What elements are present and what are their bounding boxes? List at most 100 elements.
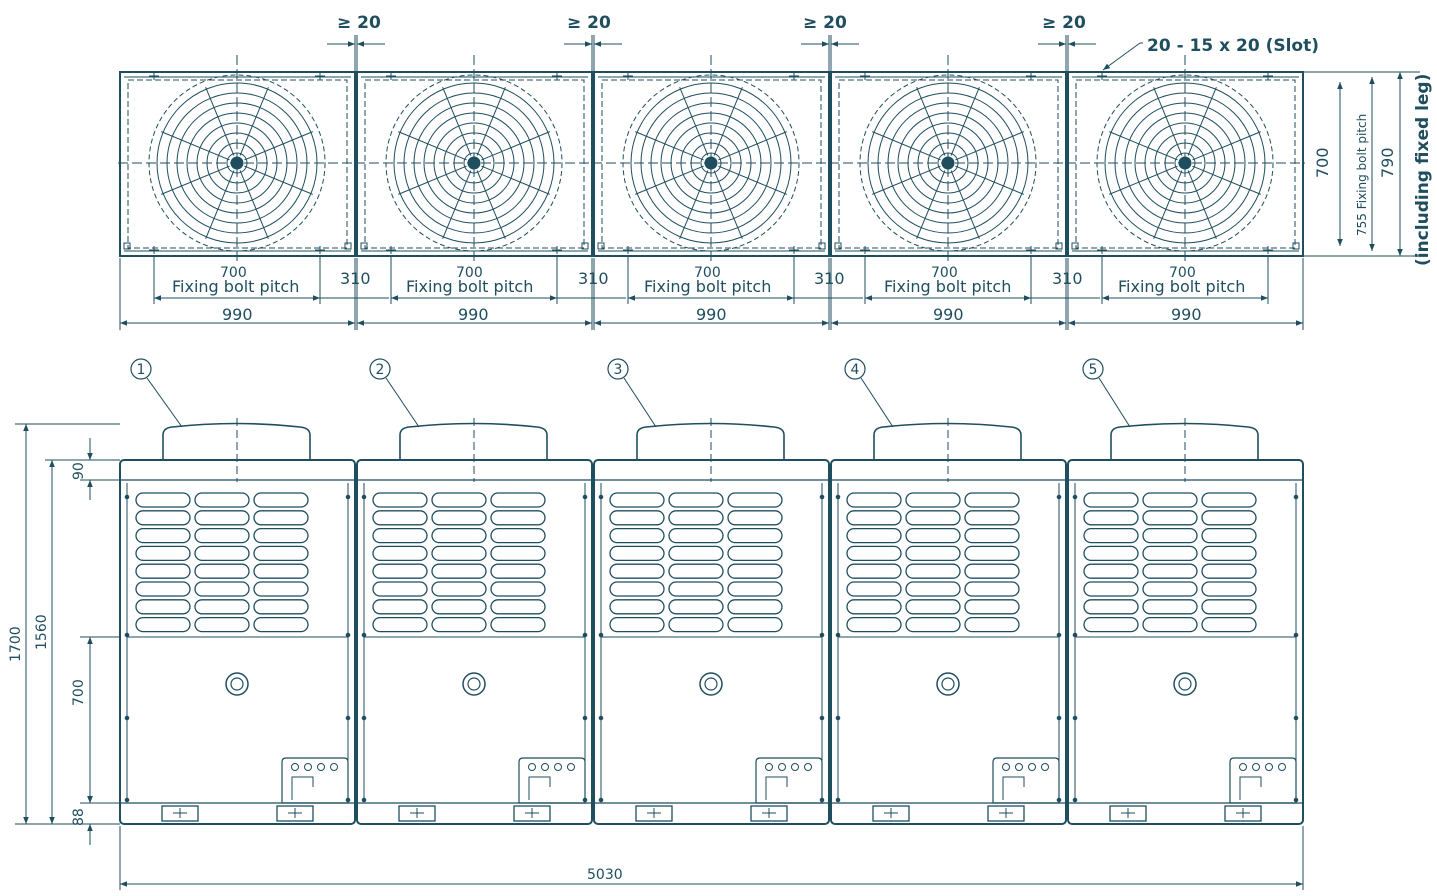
- louver-slot: [727, 563, 783, 579]
- louver-slot: [905, 492, 961, 508]
- fan-ring-outer: [1096, 74, 1274, 252]
- base-slot: [398, 805, 436, 822]
- base-slot: [750, 805, 788, 822]
- louver-slot: [668, 527, 724, 544]
- louver-slot: [1201, 510, 1257, 526]
- louver-slot: [846, 527, 902, 544]
- elevation-unit: [119, 358, 356, 825]
- fan-spoke: [1192, 165, 1261, 195]
- fan-spoke: [718, 131, 787, 161]
- service-plate: [1229, 757, 1297, 804]
- service-plate: [518, 757, 586, 804]
- access-handle-inner: [941, 677, 955, 691]
- service-port: [1252, 763, 1260, 771]
- depth-dimension-texts: 700 755 Fixing bolt pitch 790 (including…: [1313, 74, 1433, 266]
- fan-ring: [393, 82, 555, 244]
- fan-spoke: [718, 165, 787, 195]
- service-port: [1015, 763, 1023, 771]
- clearance-labels: ≥ 20 ≥ 20 ≥ 20 ≥ 20: [337, 13, 1086, 33]
- fan-ring: [690, 142, 732, 184]
- access-handle: [1173, 672, 1197, 696]
- unit-number: 2: [376, 362, 385, 378]
- fan-ring: [403, 92, 545, 234]
- service-port: [1002, 763, 1010, 771]
- fan-ring-outer: [622, 74, 800, 252]
- screw: [1293, 494, 1299, 500]
- louver-slot: [846, 545, 902, 562]
- clearance-label: ≥ 20: [1042, 13, 1086, 33]
- number-leader: [860, 377, 894, 428]
- fan-dimension: 700: [1169, 265, 1196, 281]
- louver-slot: [964, 563, 1020, 579]
- fan-spoke: [244, 165, 313, 195]
- fan-ring: [166, 92, 308, 234]
- louver-slot: [609, 510, 665, 526]
- access-handle: [225, 672, 249, 696]
- fan-spoke: [713, 170, 743, 239]
- base-slot: [161, 805, 199, 822]
- leg-note: (including fixed leg): [1413, 74, 1433, 266]
- base-slot: [635, 805, 673, 822]
- unit-number: 4: [851, 362, 860, 378]
- screw: [598, 715, 604, 721]
- louver-slot: [490, 545, 546, 562]
- fan-ring: [897, 112, 999, 214]
- screw: [835, 797, 841, 803]
- louver-slot: [253, 599, 309, 615]
- louver-slot: [964, 510, 1020, 526]
- plan-unit: [118, 35, 389, 330]
- fan-spoke: [476, 87, 506, 156]
- louver-slot: [253, 616, 309, 633]
- louver-slot: [490, 527, 546, 544]
- fan-ring: [660, 112, 762, 214]
- louver-slot: [1201, 527, 1257, 544]
- louver-slot: [372, 545, 428, 562]
- louver-slot: [1083, 616, 1139, 633]
- louver-slot: [727, 510, 783, 526]
- louver-slot: [1083, 527, 1139, 544]
- unit-number-labels: 1 2 3 4 5: [137, 362, 1098, 378]
- unit-number: 5: [1089, 362, 1098, 378]
- louver-slot: [905, 527, 961, 544]
- fan-ring: [463, 152, 485, 174]
- louver-slot: [431, 616, 487, 633]
- pipe-route: [1239, 776, 1262, 800]
- louver-slot: [431, 510, 487, 526]
- fan-ring: [650, 102, 772, 224]
- fan-ring: [196, 122, 278, 204]
- louver-slot: [372, 616, 428, 633]
- plan-dimension-texts: 700 700 700 700 700 Fixing bolt pitch Fi…: [172, 265, 1245, 324]
- louver-slot: [668, 581, 724, 597]
- access-handle-inner: [1178, 677, 1192, 691]
- louver-slot: [1201, 581, 1257, 597]
- height-700: 700: [71, 679, 87, 706]
- louver-slot: [431, 563, 487, 579]
- screw: [582, 715, 588, 721]
- fan-spoke: [244, 131, 313, 161]
- height-88: 88: [71, 808, 87, 826]
- louver-slot: [194, 581, 250, 597]
- fan-dimension: 700: [931, 265, 958, 281]
- fan-ring-outer: [148, 74, 326, 252]
- fan-ring: [423, 112, 525, 214]
- louver-slot: [905, 581, 961, 597]
- louver-slot: [727, 492, 783, 508]
- elevation-unit: [593, 358, 830, 825]
- gap-dimension: 310: [340, 269, 371, 288]
- louver-slot: [846, 599, 902, 615]
- fan-spoke: [239, 87, 269, 156]
- fan-spoke: [635, 131, 704, 161]
- louver-slot: [253, 527, 309, 544]
- fan-ring: [206, 132, 268, 194]
- louver-slot: [1201, 563, 1257, 579]
- plan-view: [118, 35, 1420, 330]
- fan-ring: [1134, 112, 1236, 214]
- louver-slot: [194, 545, 250, 562]
- fan-spoke: [872, 131, 941, 161]
- screw: [582, 494, 588, 500]
- service-port: [541, 763, 549, 771]
- access-handle-inner: [704, 677, 718, 691]
- fan-ring: [216, 142, 258, 184]
- louver-slot: [905, 510, 961, 526]
